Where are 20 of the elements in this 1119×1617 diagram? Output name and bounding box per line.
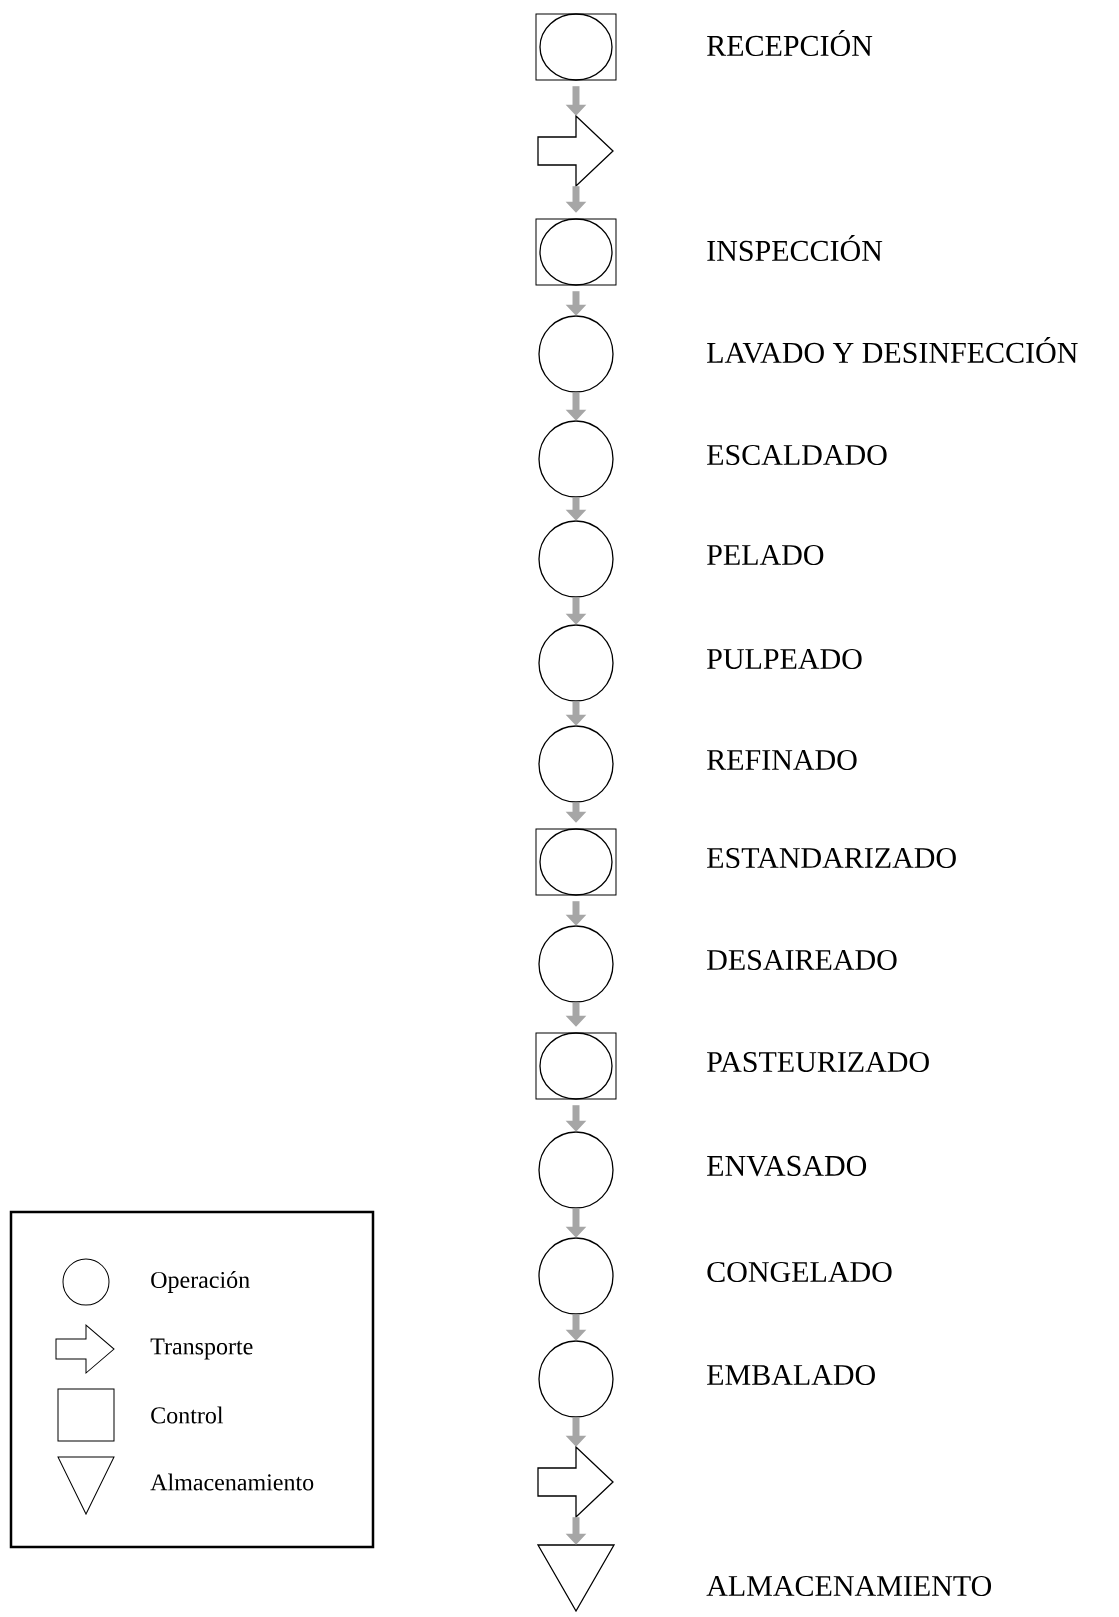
step-label: CONGELADO xyxy=(707,1261,892,1283)
legend-label: Transporte xyxy=(150,1338,253,1360)
step-label: ALMACENAMIENTO xyxy=(706,1575,992,1597)
step-label: EMBALADO xyxy=(707,1364,875,1386)
step-label: PELADO xyxy=(707,544,824,566)
transport-symbol xyxy=(537,114,614,188)
legend-label: Operación xyxy=(151,1271,250,1293)
step-label: INSPECCIÓN xyxy=(707,235,883,262)
legend-label: Control xyxy=(151,1406,224,1424)
step-label: ENVASADO xyxy=(707,1155,867,1177)
step-label: ESTANDARIZADO xyxy=(707,847,956,869)
step-label: LAVADO Y DESINFECCIÓN xyxy=(707,336,1078,364)
step-label: DESAIREADO xyxy=(707,949,897,971)
step-label: RECEPCIÓN xyxy=(707,30,873,57)
step-label: PULPEADO xyxy=(707,648,862,670)
transport-symbol xyxy=(537,1445,614,1519)
step-label: PASTEURIZADO xyxy=(707,1051,929,1073)
step-label: REFINADO xyxy=(707,749,857,771)
legend-label: Almacenamiento xyxy=(150,1473,314,1491)
step-label: ESCALDADO xyxy=(707,444,887,466)
